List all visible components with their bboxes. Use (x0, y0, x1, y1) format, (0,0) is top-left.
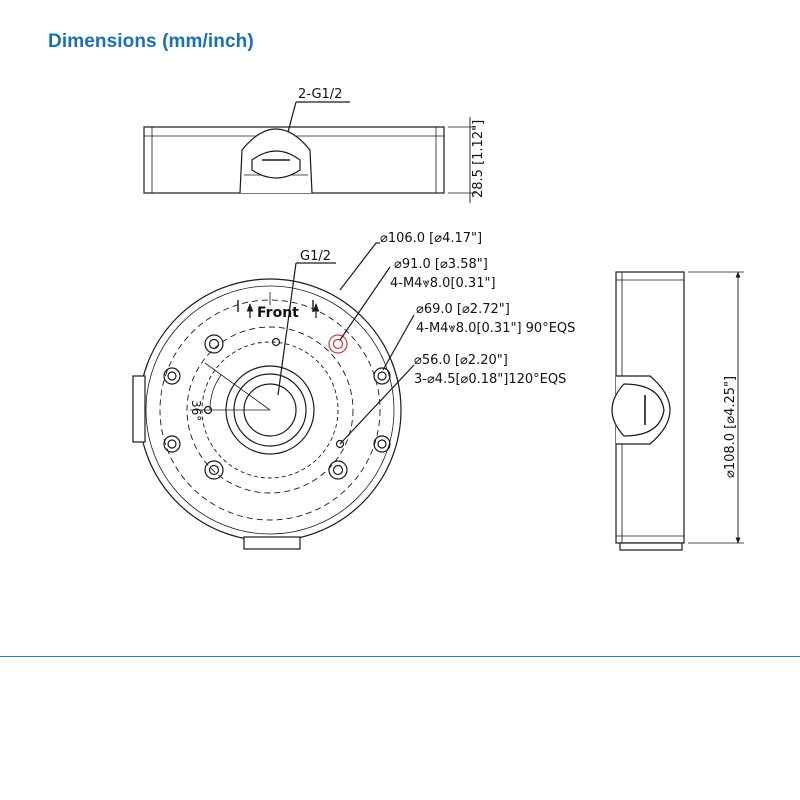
dim-d106: ⌀106.0 [⌀4.17"] (380, 231, 482, 246)
pcd-91-circle (159, 299, 381, 521)
leader-d106 (339, 242, 377, 291)
left-tab (132, 375, 146, 443)
angle-label: 36° (189, 400, 203, 421)
front-height-label: ⌀108.0 [⌀4.25"] (723, 376, 738, 478)
side-height-label: 28.5 [1.12"] (471, 120, 486, 198)
dim-d69: ⌀69.0 [⌀2.72"] (416, 302, 510, 317)
front-view (611, 271, 744, 551)
top-view (132, 242, 415, 550)
leader-d69 (382, 314, 415, 371)
side-callout-label: 2-G1/2 (298, 87, 342, 102)
side-gland-cap (251, 150, 301, 179)
g12-label: G1/2 (300, 249, 331, 264)
outer-circle-inner (145, 285, 395, 535)
side-view (143, 101, 476, 203)
front-gland-cap (611, 383, 665, 437)
bottom-tab (243, 536, 301, 550)
leader-d56 (339, 364, 415, 445)
pcd-69-circle (186, 326, 354, 494)
front-marker: Front (246, 303, 320, 321)
angle-ray-2 (204, 362, 271, 411)
dim-m4-a: 4-M4⩔8.0[0.31"] (390, 276, 496, 291)
dim-m4-b: 4-M4⩔8.0[0.31"] 90°EQS (416, 321, 575, 336)
section-divider (0, 656, 800, 657)
side-callout-leader (287, 101, 297, 133)
leader-d91 (339, 266, 391, 341)
m4-holes (204, 334, 348, 480)
front-label: Front (257, 305, 299, 321)
page-title: Dimensions (mm/inch) (48, 31, 254, 52)
leader-g12 (277, 262, 297, 396)
angle-arc (209, 374, 222, 411)
dim-d91: ⌀91.0 [⌀3.58"] (394, 257, 488, 272)
dim-holes: 3-⌀4.5[⌀0.18"]120°EQS (414, 372, 566, 387)
dim-d56: ⌀56.0 [⌀2.20"] (414, 353, 508, 368)
m4-side-holes (163, 367, 391, 453)
